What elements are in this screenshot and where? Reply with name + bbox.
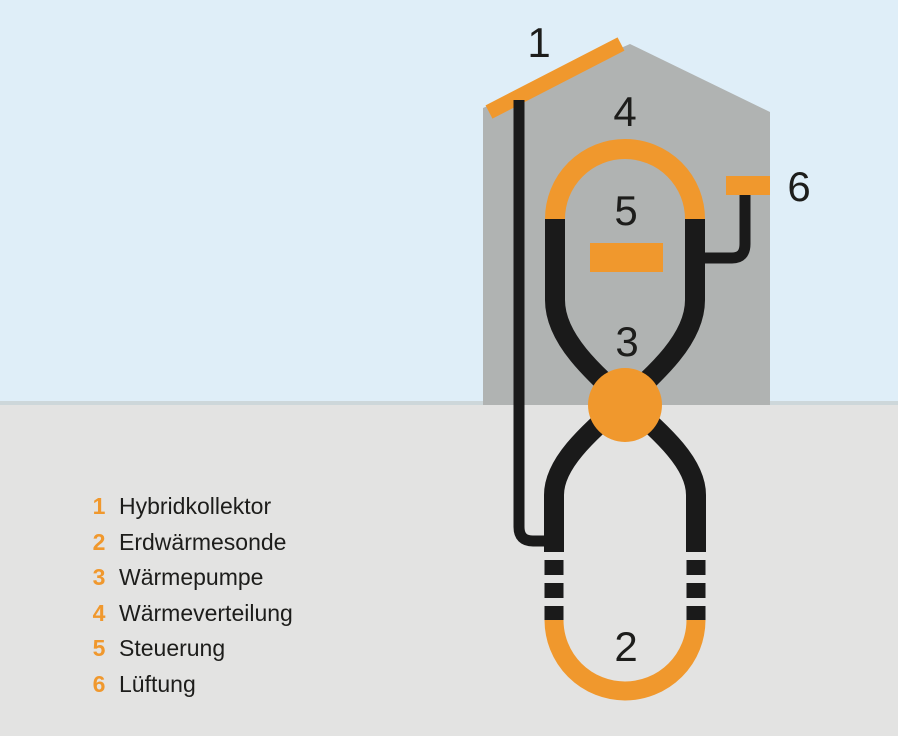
- ventilation-box: [726, 176, 770, 195]
- legend-item-label: Erdwärmesonde: [119, 528, 287, 555]
- hybrid-collector-panel: [485, 37, 625, 119]
- legend: 1 Hybridkollektor 2 Erdwärmesonde 3 Wärm…: [88, 489, 293, 702]
- legend-item-number: 5: [92, 635, 106, 661]
- legend-item-hybridkollektor: 1 Hybridkollektor: [88, 489, 293, 525]
- legend-item-label: Steuerung: [119, 635, 226, 661]
- legend-item-steuerung: 5 Steuerung: [88, 631, 293, 667]
- legend-item-number: 4: [92, 599, 106, 626]
- legend-item-lueftung: 6 Lüftung: [88, 667, 293, 703]
- heat-distribution-arch: [545, 139, 705, 220]
- diagram-number-3: 3: [615, 318, 639, 365]
- legend-item-label: Lüftung: [119, 670, 196, 697]
- legend-item-number: 3: [92, 564, 106, 590]
- legend-item-label: Hybridkollektor: [119, 493, 272, 519]
- diagram-number-4: 4: [613, 88, 637, 135]
- ground-background: [0, 405, 898, 736]
- ground-probe-loop: [544, 619, 706, 701]
- legend-item-label: Wärmeverteilung: [119, 599, 293, 626]
- control-unit-box: [590, 243, 663, 272]
- legend-item-number: 6: [92, 670, 106, 697]
- diagram-number-6: 6: [787, 163, 811, 210]
- horizon-line: [0, 401, 898, 405]
- heat-pump-circle: [588, 368, 662, 442]
- ventilation-pipe: [703, 195, 751, 264]
- legend-item-erdwaermesonde: 2 Erdwärmesonde: [88, 525, 293, 561]
- collector-down-pipe: [513, 100, 552, 547]
- legend-item-waermepumpe: 3 Wärmepumpe: [88, 560, 293, 596]
- legend-item-waermeverteilung: 4 Wärmeverteilung: [88, 596, 293, 632]
- legend-item-number: 1: [92, 493, 106, 519]
- diagram-number-1: 1: [527, 19, 551, 66]
- diagram-number-5: 5: [614, 187, 638, 234]
- diagram-number-2: 2: [614, 623, 638, 670]
- legend-item-label: Wärmepumpe: [119, 564, 264, 590]
- legend-item-number: 2: [92, 528, 106, 555]
